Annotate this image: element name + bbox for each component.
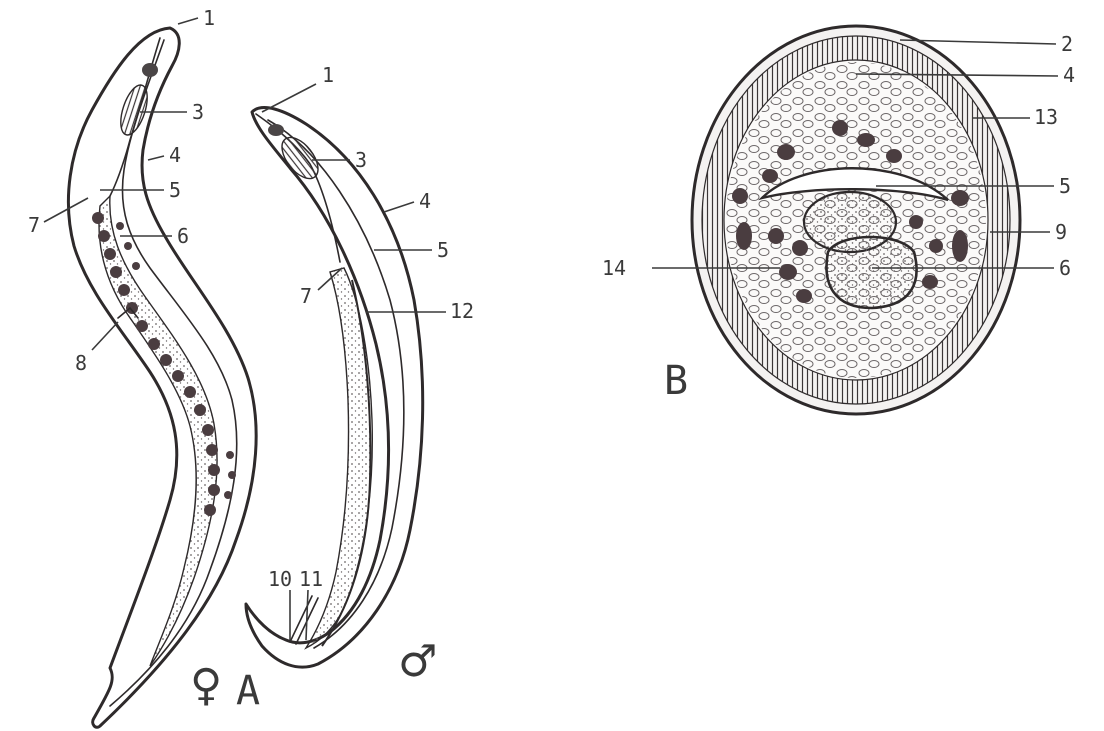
male-symbol: ♂: [398, 636, 437, 687]
section-label-9: 9: [1055, 220, 1067, 244]
female-label-3: 3: [192, 100, 204, 124]
female-eggs: [92, 212, 236, 516]
section-label-5: 5: [1059, 174, 1071, 198]
female-label-7: 7: [28, 213, 40, 237]
female-esophagus: [110, 38, 160, 196]
male-label-11: 11: [299, 567, 323, 591]
section-label-14: 14: [602, 256, 626, 280]
panel-letter-b: B: [664, 358, 688, 404]
male-label-3: 3: [355, 148, 367, 172]
male-label-1: 1: [322, 63, 334, 87]
male-label-7: 7: [300, 284, 312, 308]
male-label-5: 5: [437, 238, 449, 262]
section-label-6: 6: [1059, 256, 1071, 280]
section-label-4: 4: [1063, 63, 1075, 87]
male-label-4: 4: [419, 189, 431, 213]
female-label-5: 5: [169, 178, 181, 202]
section-label-13: 13: [1034, 105, 1058, 129]
male-label-10: 10: [268, 567, 292, 591]
female-worm-body: [68, 28, 256, 727]
female-label-6: 6: [177, 224, 189, 248]
cross-section: [692, 26, 1020, 414]
section-label-2: 2: [1061, 32, 1073, 56]
female-label-1: 1: [203, 6, 215, 30]
ovary-section: [827, 237, 917, 308]
female-symbol: ♀: [190, 660, 222, 711]
female-worm: [68, 28, 256, 727]
male-label-12: 12: [450, 299, 474, 323]
female-label-4: 4: [169, 143, 181, 167]
panel-letter-a: A: [236, 668, 260, 714]
male-esophagus: [256, 114, 340, 262]
female-label-8: 8: [75, 351, 87, 375]
